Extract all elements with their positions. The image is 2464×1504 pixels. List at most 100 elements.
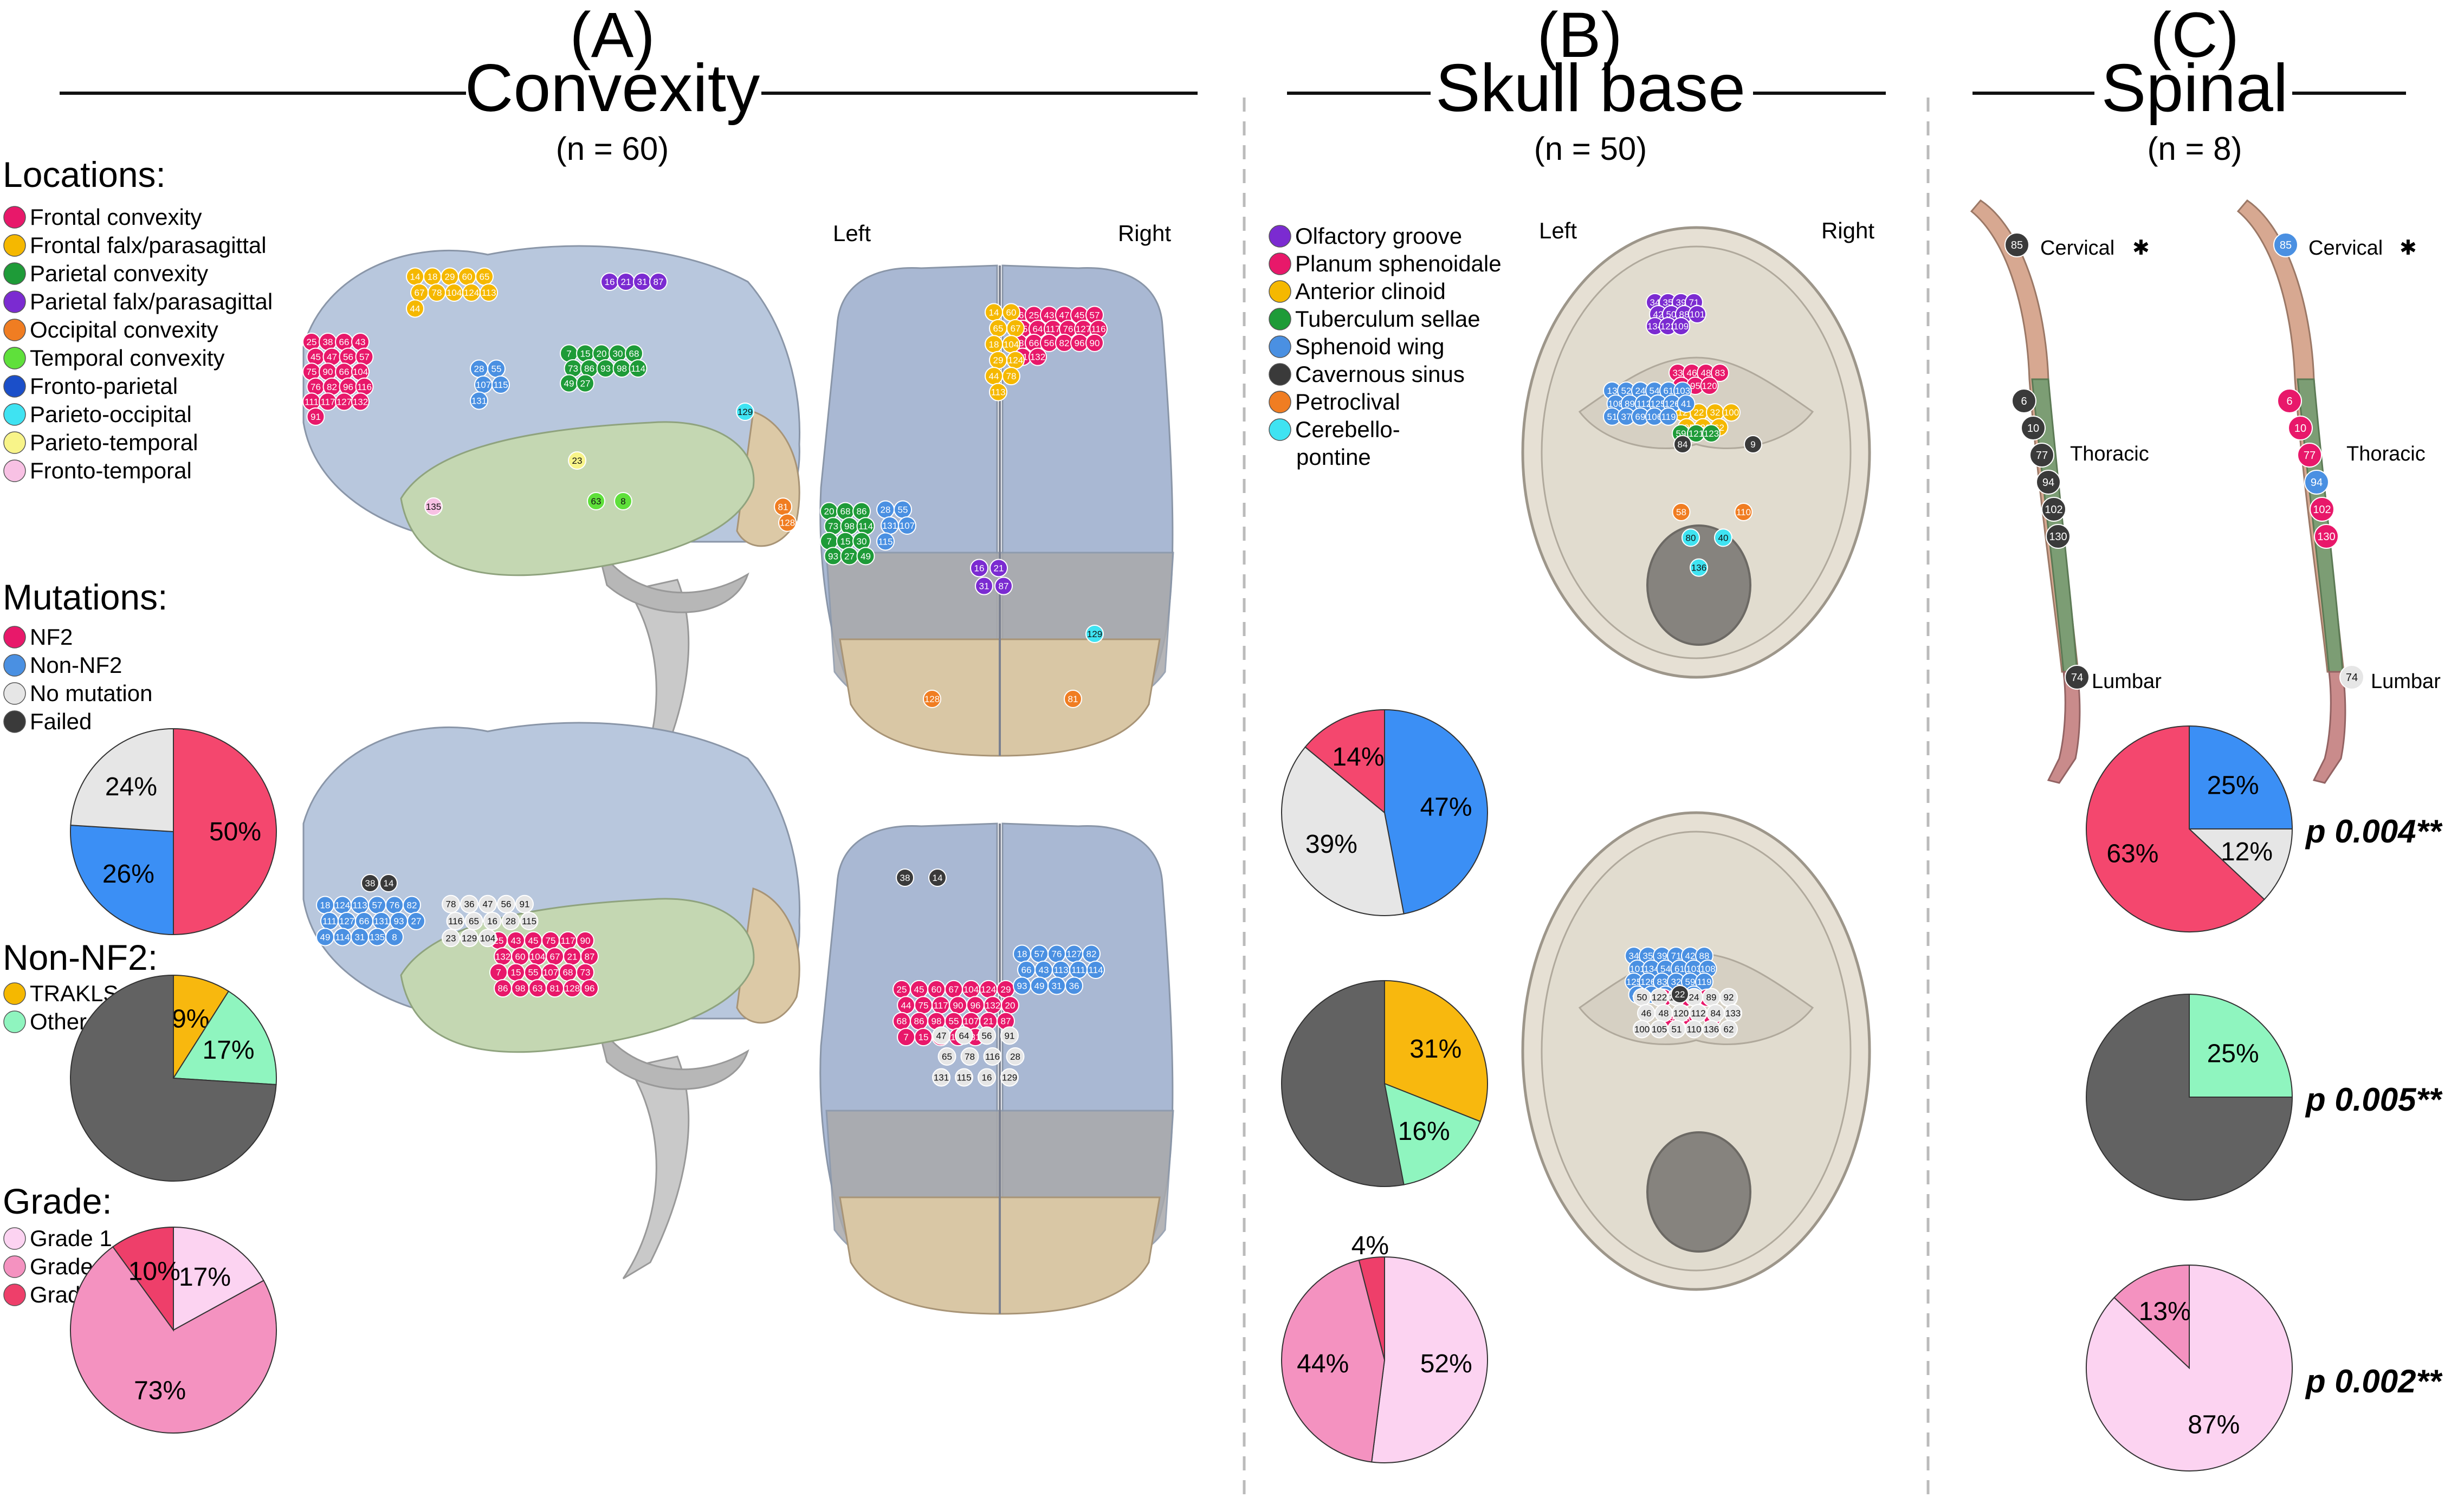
- case-marker-label: 29: [1001, 984, 1011, 995]
- nonnf2-legend-label: Other: [30, 1009, 87, 1034]
- case-marker-label: 50: [1637, 993, 1647, 1003]
- spine-right-marker: [2314, 524, 2339, 549]
- case-marker-label: 98: [932, 1016, 942, 1027]
- panel-a-title: Convexity: [465, 51, 760, 126]
- case-marker: [1688, 305, 1706, 323]
- location-legend-swatch: [3, 403, 26, 426]
- case-marker-label: 65: [469, 916, 479, 926]
- case-marker-label: 48: [1659, 1008, 1669, 1019]
- case-marker-label: 32: [1710, 407, 1721, 418]
- spine-left-marker: [2065, 665, 2090, 690]
- case-marker-label: 95: [1690, 381, 1700, 391]
- case-marker-label: 128: [780, 518, 795, 528]
- pie-slice-label: 44%: [1297, 1350, 1349, 1378]
- case-marker-label: 90: [1090, 338, 1100, 348]
- case-marker-label: 76: [1052, 949, 1062, 960]
- case-marker: [1064, 690, 1082, 708]
- case-marker-label: 127: [1066, 949, 1082, 960]
- case-marker: [1677, 394, 1696, 413]
- case-marker-label: 55: [898, 505, 908, 515]
- case-marker-label: 75: [307, 367, 317, 377]
- case-marker-label: 16: [487, 916, 497, 926]
- pie-slice-label: 39%: [1305, 830, 1357, 859]
- case-marker-label: 104: [1004, 339, 1019, 349]
- case-marker-label: 27: [411, 916, 422, 926]
- case-marker-label: 113: [481, 288, 496, 298]
- case-marker-label: 105: [1652, 1024, 1667, 1034]
- location-legend-swatch: [3, 375, 26, 398]
- cerebellum-bottom: [595, 1018, 749, 1090]
- case-marker: [1087, 961, 1105, 979]
- pie-slice: [70, 825, 174, 936]
- case-marker-label: 80: [1686, 533, 1696, 543]
- spine-left-marker-label: 77: [2036, 450, 2048, 462]
- pie-slice: [1281, 980, 1405, 1187]
- location-legend-swatch: [3, 234, 26, 257]
- case-marker-label: 125: [1650, 399, 1665, 409]
- pie-0: 50%26%24%: [70, 728, 277, 936]
- pie-slice: [173, 1226, 264, 1331]
- pie-slice-label: 14%: [1332, 743, 1384, 772]
- case-marker-label: 44: [901, 1000, 911, 1010]
- case-marker-label: 36: [464, 899, 475, 910]
- case-marker-label: 13: [1607, 386, 1618, 396]
- case-marker-label: 21: [984, 1016, 994, 1027]
- spine-right-marker-label: 94: [2311, 477, 2323, 489]
- case-marker-label: 16: [982, 1073, 992, 1083]
- case-marker-label: 104: [447, 288, 462, 298]
- case-marker-label: 98: [515, 983, 526, 994]
- pie-slice: [70, 974, 277, 1182]
- case-marker: [1719, 1020, 1738, 1039]
- pie-slice-label: 16%: [1398, 1117, 1450, 1146]
- case-marker-label: 132: [985, 1000, 1000, 1010]
- spine-left-thoracic-label: Thoracic: [2070, 443, 2149, 465]
- case-marker-label: 127: [337, 397, 352, 407]
- case-marker-label: 55: [491, 364, 502, 374]
- case-marker-label: 91: [311, 412, 321, 422]
- case-marker-label: 54: [1650, 386, 1660, 396]
- case-marker-label: 93: [394, 916, 404, 926]
- pie-slice: [173, 974, 230, 1080]
- case-marker-label: 20: [597, 348, 607, 359]
- spine-left: [1970, 199, 2081, 784]
- skullbase-legend-label: Cerebello-: [1295, 417, 1400, 442]
- case-marker-label: 38: [365, 878, 376, 889]
- case-marker: [385, 928, 404, 947]
- case-marker: [989, 383, 1007, 401]
- spine-left-cervical-label: Cervical: [2040, 237, 2114, 260]
- case-marker: [470, 391, 488, 410]
- case-marker-label: 100: [1634, 1024, 1650, 1034]
- case-marker-label: 67: [550, 951, 560, 962]
- case-marker: [960, 1047, 979, 1066]
- location-legend-label: Occipital convexity: [30, 317, 218, 342]
- case-marker-label: 119: [1661, 412, 1676, 422]
- case-marker-label: 96: [343, 382, 353, 392]
- skullbase-legend-swatch: [1269, 252, 1291, 275]
- case-marker-label: 24: [1689, 993, 1699, 1003]
- case-marker-label: 87: [585, 951, 595, 962]
- case-marker: [501, 912, 520, 930]
- case-marker-label: 9: [1750, 439, 1755, 450]
- case-marker-label: 52: [1621, 386, 1632, 396]
- pie-slice: [2189, 725, 2293, 829]
- case-marker-label: 84: [1678, 439, 1688, 450]
- case-marker-label: 15: [580, 348, 591, 359]
- skull-inner-top: [1541, 245, 1852, 659]
- case-marker-label: 122: [1652, 993, 1667, 1003]
- case-marker-label: 78: [965, 1052, 975, 1062]
- case-marker-label: 117: [320, 397, 335, 407]
- pie-slice: [1371, 1256, 1488, 1463]
- case-marker-label: 115: [522, 916, 536, 926]
- case-marker-label: 46: [1641, 1008, 1652, 1019]
- case-marker-label: 14: [384, 878, 394, 889]
- case-marker-label: 32: [1671, 977, 1682, 987]
- case-marker-label: 93: [828, 551, 838, 561]
- case-marker-label: 127: [339, 916, 354, 926]
- pie-slice: [2113, 1264, 2190, 1370]
- skullbase-legend-swatch: [1269, 363, 1291, 386]
